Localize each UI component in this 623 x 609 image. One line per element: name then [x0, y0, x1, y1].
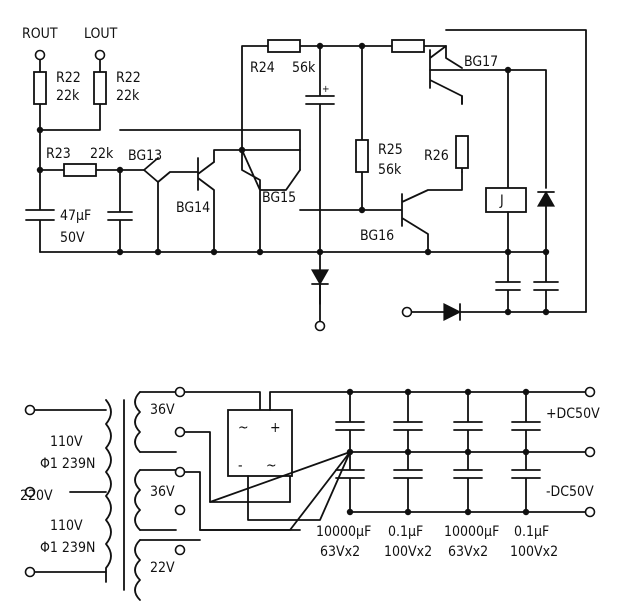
- input-diode: [443, 303, 462, 321]
- relay-label: J: [499, 193, 504, 209]
- bg16-label: BG16: [360, 228, 394, 244]
- r24-name: R24: [250, 60, 275, 76]
- protection-circuit: ROUT LOUT R22 22k R22 22k R23 22k 47μF 5…: [22, 26, 587, 332]
- bg14-label: BG14: [176, 200, 210, 216]
- r24-value: 56k: [292, 60, 316, 76]
- r22-left-value: 22k: [56, 88, 80, 104]
- r25-value: 56k: [378, 162, 402, 178]
- bridge-plus: +: [270, 420, 281, 436]
- flyback-diode: [536, 190, 556, 207]
- r25-resistor: [355, 139, 369, 173]
- sec2-bottom-terminal[interactable]: [174, 504, 186, 516]
- secondary-winding-3: [134, 539, 141, 601]
- bridge-ac-top: ~: [238, 420, 249, 436]
- r23-resistor: [63, 163, 97, 177]
- sec1-top-terminal[interactable]: [174, 386, 186, 398]
- bridge-ac-bottom: ~: [266, 458, 277, 474]
- primary-upper-voltage: 110V: [50, 434, 83, 450]
- positive-rail-label: +DC50V: [546, 406, 600, 422]
- bg13-label: BG13: [128, 148, 162, 164]
- cap1-rating: 63Vx2: [320, 544, 360, 560]
- cap3-value: 10000μF: [444, 524, 499, 540]
- r26-resistor: [455, 135, 469, 169]
- r23-value: 22k: [90, 146, 114, 162]
- secondary-1-voltage: 36V: [150, 402, 175, 418]
- bg17-label: BG17: [464, 54, 498, 70]
- lout-label: LOUT: [84, 26, 118, 42]
- cap4-rating: 100Vx2: [510, 544, 558, 560]
- cap-47uf-value: 47μF: [60, 208, 91, 224]
- power-supply: 110V Φ1 239N 220V 110V Φ1 239N 36V 36V 2…: [20, 386, 600, 601]
- cap3-rating: 63Vx2: [448, 544, 488, 560]
- r-top-resistor: [391, 39, 425, 53]
- cap2-value: 0.1μF: [388, 524, 423, 540]
- mains-voltage: 220V: [20, 488, 53, 504]
- sec1-bottom-terminal[interactable]: [174, 426, 186, 438]
- negative-rail-terminal[interactable]: [584, 506, 596, 518]
- primary-bottom-terminal[interactable]: [24, 566, 36, 578]
- secondary-3-voltage: 22V: [150, 560, 175, 576]
- bridge-minus: -: [238, 458, 243, 474]
- primary-mid-terminal[interactable]: [24, 486, 36, 498]
- positive-rail-terminal[interactable]: [584, 386, 596, 398]
- r22-left-name: R22: [56, 70, 81, 86]
- cap2-rating: 100Vx2: [384, 544, 432, 560]
- lout-terminal[interactable]: [94, 49, 106, 61]
- bridge-rectifier: [227, 409, 293, 477]
- ground-diode: [310, 269, 330, 286]
- relay-coil: [485, 187, 527, 213]
- r26-name: R26: [424, 148, 449, 164]
- cap-47uf-voltage: 50V: [60, 230, 85, 246]
- primary-upper-wire: Φ1 239N: [40, 456, 95, 472]
- secondary-2-voltage: 36V: [150, 484, 175, 500]
- sec3-top-terminal[interactable]: [174, 544, 186, 556]
- negative-rail-label: -DC50V: [546, 484, 594, 500]
- primary-lower-wire: Φ1 239N: [40, 540, 95, 556]
- cap-plus-sign: +: [322, 84, 330, 95]
- r22-right-name: R22: [116, 70, 141, 86]
- sec2-top-terminal[interactable]: [174, 466, 186, 478]
- primary-top-terminal[interactable]: [24, 404, 36, 416]
- secondary-winding-2: [134, 469, 141, 531]
- rout-label: ROUT: [22, 26, 58, 42]
- r25-name: R25: [378, 142, 403, 158]
- r22-left-resistor: [33, 71, 47, 105]
- primary-winding: [105, 399, 112, 583]
- r23-name: R23: [46, 146, 71, 162]
- r22-right-value: 22k: [116, 88, 140, 104]
- ground-rail-terminal[interactable]: [584, 446, 596, 458]
- secondary-winding-1: [134, 391, 141, 453]
- cap1-value: 10000μF: [316, 524, 371, 540]
- supply-terminal[interactable]: [401, 306, 413, 318]
- primary-lower-voltage: 110V: [50, 518, 83, 534]
- bg15-label: BG15: [262, 190, 296, 206]
- output-terminal[interactable]: [314, 320, 326, 332]
- r22-right-resistor: [93, 71, 107, 105]
- rout-terminal[interactable]: [34, 49, 46, 61]
- r24-resistor: [267, 39, 301, 53]
- cap4-value: 0.1μF: [514, 524, 549, 540]
